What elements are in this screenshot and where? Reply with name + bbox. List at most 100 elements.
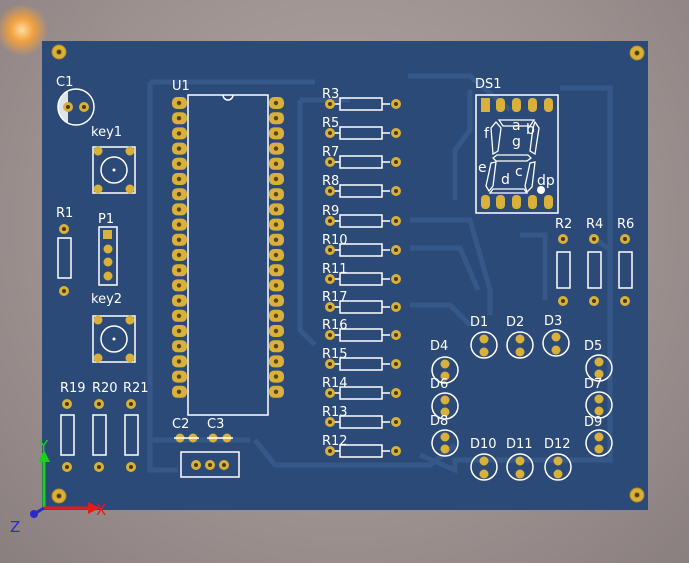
component-r1[interactable]: R1 bbox=[56, 206, 73, 296]
u1-pin-hole bbox=[176, 268, 182, 273]
axis-gizmo[interactable]: Y X Z bbox=[10, 437, 106, 536]
u1-pin-hole bbox=[273, 222, 279, 227]
component-r9[interactable]: R9 bbox=[322, 204, 401, 228]
component-r7[interactable]: R7 bbox=[322, 145, 401, 169]
axis-y-label: Y bbox=[38, 437, 49, 455]
component-ds1[interactable]: DS1 a b c d e bbox=[475, 77, 559, 214]
component-r10[interactable]: R10 bbox=[322, 233, 401, 257]
r21-label: R21 bbox=[123, 381, 149, 396]
r1-label: R1 bbox=[56, 206, 73, 221]
segment-a-label: a bbox=[512, 118, 521, 134]
u1-pin-hole bbox=[273, 374, 279, 379]
component-c1[interactable]: C1 bbox=[56, 75, 95, 126]
component-d9[interactable]: D9 bbox=[584, 415, 613, 457]
component-p1[interactable]: P1 bbox=[98, 212, 118, 286]
component-d12[interactable]: D12 bbox=[544, 437, 572, 481]
r2-label: R2 bbox=[555, 217, 572, 232]
mounting-hole-bottom-right bbox=[629, 487, 645, 503]
pcb-board[interactable] bbox=[42, 41, 648, 510]
component-c2[interactable]: C2 bbox=[172, 417, 199, 443]
d11-label: D11 bbox=[506, 437, 533, 452]
u1-pin-hole bbox=[273, 252, 279, 258]
component-d1[interactable]: D1 bbox=[470, 315, 498, 359]
component-d7[interactable]: D7 bbox=[584, 377, 613, 419]
u1-pin-hole bbox=[176, 146, 182, 151]
r14-label: R14 bbox=[322, 376, 348, 391]
d4-label: D4 bbox=[430, 339, 448, 354]
u1-pin-hole bbox=[273, 131, 279, 136]
r15-label: R15 bbox=[322, 347, 348, 362]
component-d5[interactable]: D5 bbox=[584, 339, 613, 382]
component-r13[interactable]: R13 bbox=[322, 405, 401, 429]
u1-pin-hole bbox=[176, 176, 182, 182]
u1-pin-hole bbox=[176, 283, 182, 288]
component-r3[interactable]: R3 bbox=[322, 87, 401, 111]
component-power-connector[interactable] bbox=[180, 451, 240, 478]
segment-c-label: c bbox=[515, 164, 523, 180]
d3-label: D3 bbox=[544, 314, 562, 329]
component-r2[interactable]: R2 bbox=[555, 217, 572, 306]
d2-label: D2 bbox=[506, 315, 524, 330]
component-r11[interactable]: R11 bbox=[322, 262, 401, 286]
u1-pin-hole bbox=[273, 328, 279, 334]
component-d3[interactable]: D3 bbox=[542, 314, 570, 357]
u1-pin-hole bbox=[273, 116, 279, 121]
component-d8[interactable]: D8 bbox=[430, 414, 459, 457]
component-d4[interactable]: D4 bbox=[430, 339, 459, 384]
d12-label: D12 bbox=[544, 437, 571, 452]
u1-label: U1 bbox=[172, 79, 190, 94]
u1-pin-hole bbox=[273, 207, 279, 212]
component-r20[interactable]: R20 bbox=[92, 381, 118, 472]
d8-label: D8 bbox=[430, 414, 448, 429]
component-r21[interactable]: R21 bbox=[123, 381, 149, 472]
u1-pin-hole bbox=[176, 192, 182, 197]
u1-pin-hole bbox=[176, 131, 182, 136]
component-r14[interactable]: R14 bbox=[322, 376, 401, 400]
component-u1[interactable]: U1 bbox=[172, 79, 284, 416]
seven-segment-outline bbox=[485, 119, 540, 194]
component-d2[interactable]: D2 bbox=[506, 315, 534, 359]
r6-label: R6 bbox=[617, 217, 634, 232]
r5-label: R5 bbox=[322, 116, 339, 131]
u1-pin-hole bbox=[176, 313, 182, 318]
component-r5[interactable]: R5 bbox=[322, 116, 401, 140]
component-r17[interactable]: R17 bbox=[322, 290, 401, 314]
component-key2[interactable]: key2 bbox=[91, 292, 136, 363]
u1-pin-hole bbox=[273, 146, 279, 151]
u1-pin-hole bbox=[273, 161, 279, 166]
segment-g-label: g bbox=[512, 134, 521, 150]
component-d6[interactable]: D6 bbox=[430, 377, 459, 420]
component-r15[interactable]: R15 bbox=[322, 347, 401, 371]
component-key1[interactable]: key1 bbox=[91, 125, 136, 194]
copper-traces bbox=[147, 73, 613, 474]
component-c3[interactable]: C3 bbox=[207, 417, 233, 443]
segment-f-label: f bbox=[484, 126, 490, 142]
component-d10[interactable]: D10 bbox=[470, 437, 498, 481]
key2-label: key2 bbox=[91, 292, 122, 307]
component-r6[interactable]: R6 bbox=[617, 217, 634, 306]
r13-label: R13 bbox=[322, 405, 348, 420]
mounting-hole-top-left bbox=[51, 44, 67, 60]
component-r4[interactable]: R4 bbox=[586, 217, 603, 306]
component-r12[interactable]: R12 bbox=[322, 434, 401, 458]
u1-pin-hole bbox=[176, 161, 182, 166]
u1-pin-hole bbox=[176, 389, 182, 394]
component-r8[interactable]: R8 bbox=[322, 174, 401, 198]
component-r16[interactable]: R16 bbox=[322, 318, 401, 342]
u1-pin-hole bbox=[176, 207, 182, 212]
u1-pin-hole bbox=[273, 237, 279, 242]
p1-label: P1 bbox=[98, 212, 114, 227]
d6-label: D6 bbox=[430, 377, 448, 392]
mounting-hole-top-right bbox=[629, 45, 645, 61]
u1-pin-hole bbox=[273, 344, 279, 349]
component-r19[interactable]: R19 bbox=[60, 381, 86, 472]
u1-pin-hole bbox=[273, 268, 279, 273]
component-d11[interactable]: D11 bbox=[506, 437, 534, 481]
r16-label: R16 bbox=[322, 318, 348, 333]
decimal-point-dot bbox=[537, 186, 545, 194]
d9-label: D9 bbox=[584, 415, 602, 430]
u1-pin-hole bbox=[176, 116, 182, 121]
c3-label: C3 bbox=[207, 417, 224, 432]
